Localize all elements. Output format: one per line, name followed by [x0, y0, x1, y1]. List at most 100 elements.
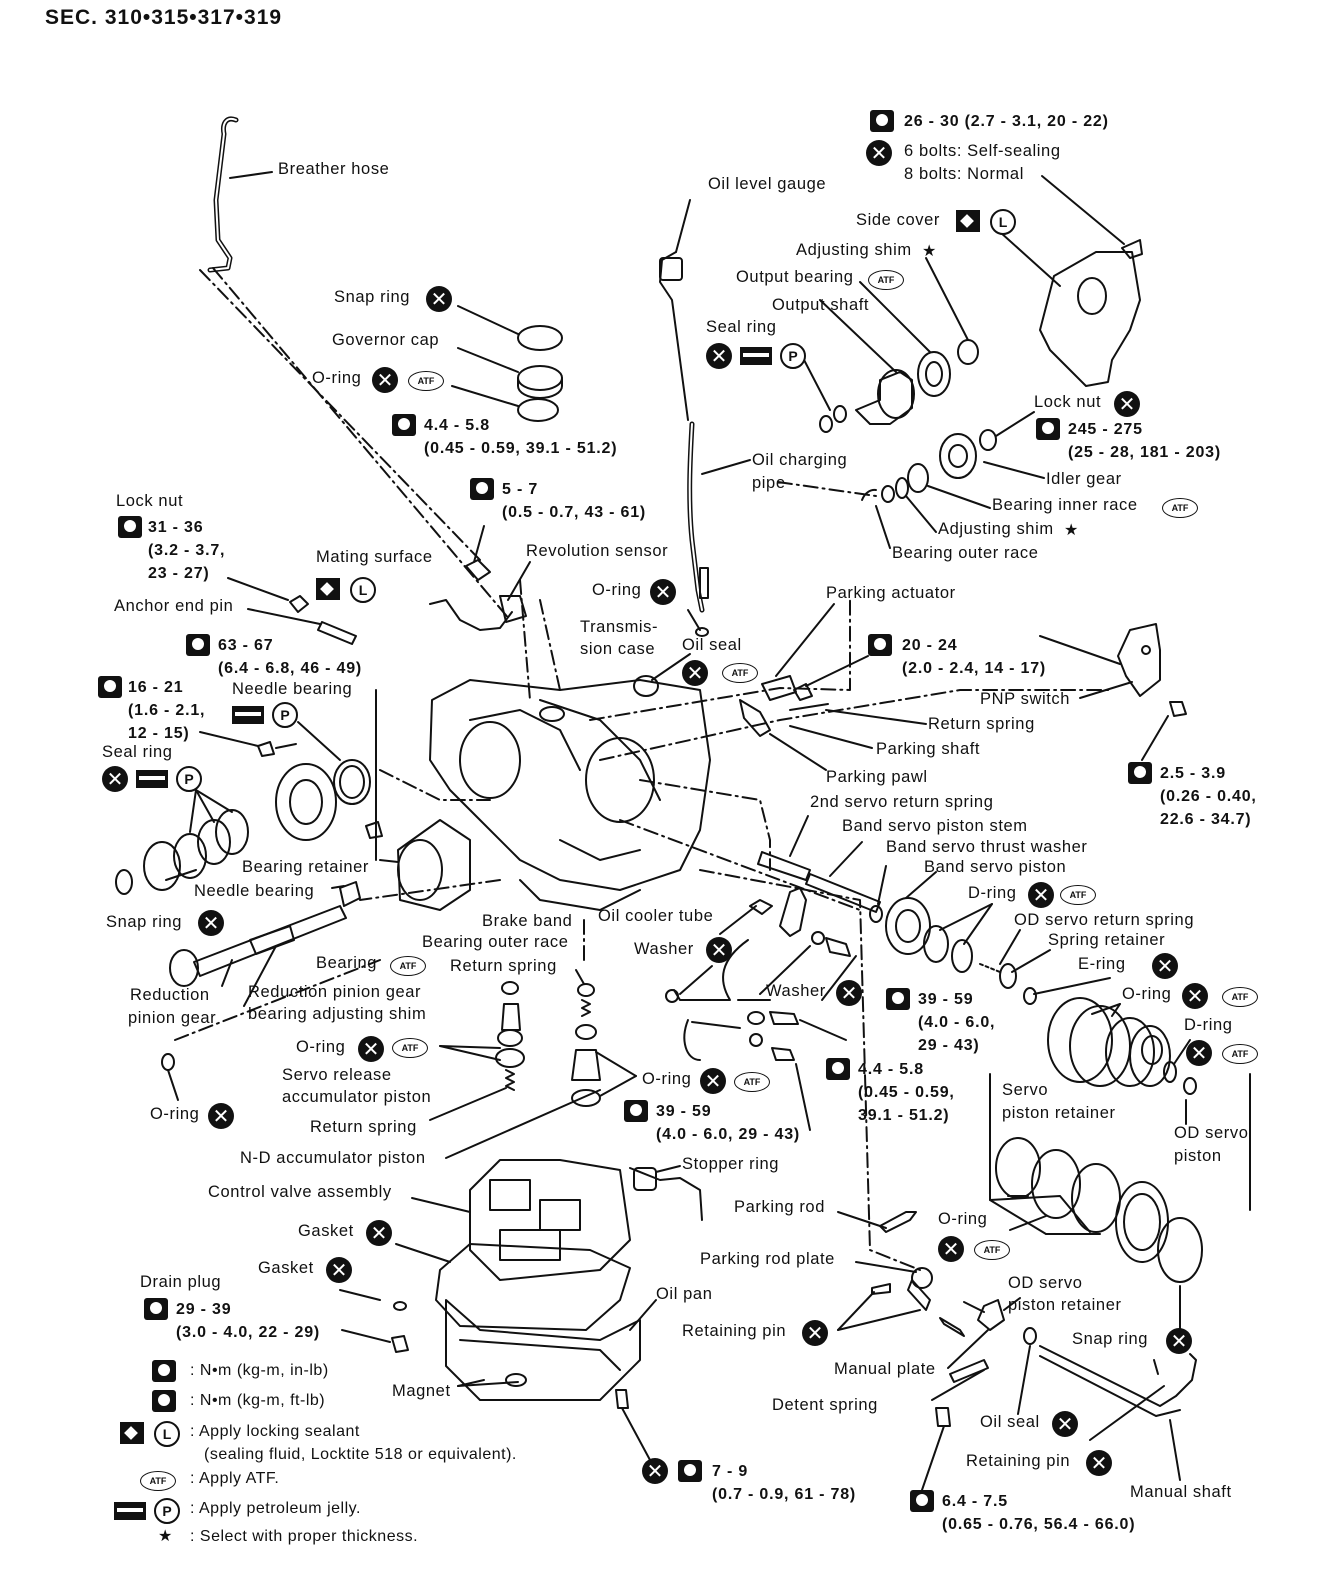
label-snap-ring-right: Snap ring	[1072, 1330, 1149, 1348]
label-servo-piston-retainer-2: piston retainer	[1002, 1104, 1116, 1122]
label-od-servo-piston: OD servo	[1174, 1124, 1249, 1142]
label-needle-bearing-top: Needle bearing	[232, 680, 353, 698]
torque-lock-nut-left: 31 - 36 (3.2 - 3.7, 23 - 27)	[148, 519, 226, 583]
label-stopper-ring: Stopper ring	[682, 1155, 780, 1173]
replace-part-icon: ✕	[802, 1320, 828, 1346]
label-parking-rod: Parking rod	[734, 1198, 825, 1216]
torque-governor-cap: 4.4 - 5.8 (0.45 - 0.59, 39.1 - 51.2)	[424, 417, 618, 458]
section-title: SEC. 310•315•317•319	[45, 6, 283, 29]
label-anchor-end-pin: Anchor end pin	[114, 597, 234, 615]
apply-atf-icon: ATF	[974, 1240, 1010, 1260]
torque-wrench-icon	[118, 516, 142, 538]
label-parking-shaft: Parking shaft	[876, 740, 981, 758]
torque-wrench-icon	[470, 478, 494, 500]
label-adjusting-shim-top: Adjusting shim	[796, 241, 912, 259]
label-band-servo-piston-stem: Band servo piston stem	[842, 817, 1028, 835]
replace-part-icon: ✕	[1028, 882, 1054, 908]
legend-petroleum-jelly: : Apply petroleum jelly.	[190, 1500, 361, 1517]
replace-part-icon: ✕	[1166, 1328, 1192, 1354]
label-mating-surface: Mating surface	[316, 548, 433, 566]
note-self-sealing-bolts: 6 bolts: Self-sealing	[904, 142, 1061, 160]
locking-sealant-icon	[956, 210, 980, 232]
torque-parking-actuator: 20 - 24 (2.0 - 2.4, 14 - 17)	[902, 637, 1047, 678]
label-return-spring-mid: Return spring	[450, 957, 557, 975]
label-servo-release-accumulator-2: accumulator piston	[282, 1088, 432, 1106]
label-snap-ring-top: Snap ring	[334, 288, 411, 306]
label-detent-spring: Detent spring	[772, 1396, 878, 1414]
label-gasket-2: Gasket	[258, 1259, 314, 1277]
label-return-spring-parking: Return spring	[928, 715, 1035, 733]
replace-part-icon: ✕	[1182, 983, 1208, 1009]
label-oil-seal-low: Oil seal	[980, 1413, 1040, 1431]
torque-accumulator: 39 - 59 (4.0 - 6.0, 29 - 43)	[656, 1103, 801, 1144]
replace-part-icon: ✕	[208, 1103, 234, 1129]
legend-p-icon: P	[154, 1498, 180, 1524]
label-servo-piston-retainer: Servo	[1002, 1081, 1049, 1099]
label-output-bearing: Output bearing	[736, 268, 854, 286]
replace-part-icon: ✕	[1086, 1450, 1112, 1476]
legend-select-thickness: : Select with proper thickness.	[190, 1528, 419, 1545]
locking-l-icon: L	[350, 577, 376, 603]
torque-wrench-icon	[910, 1490, 934, 1512]
label-snap-ring-left: Snap ring	[106, 913, 183, 931]
label-manual-shaft: Manual shaft	[1130, 1483, 1232, 1501]
replace-part-icon: ✕	[706, 937, 732, 963]
label-revolution-sensor: Revolution sensor	[526, 542, 669, 560]
label-pnp-switch: PNP switch	[980, 690, 1071, 708]
torque-wrench-icon	[678, 1460, 702, 1482]
replace-part-icon: ✕	[372, 367, 398, 393]
label-nd-accumulator-piston: N-D accumulator piston	[240, 1149, 426, 1167]
select-thickness-star-icon: ★	[1064, 522, 1079, 539]
label-transmission-case: Transmis-	[580, 618, 659, 636]
replace-part-icon: ✕	[700, 1068, 726, 1094]
legend-locking-sealant: : Apply locking sealant	[190, 1423, 360, 1440]
apply-atf-icon: ATF	[1060, 885, 1096, 905]
label-transmission-case-2: sion case	[580, 640, 656, 658]
replace-part-icon: ✕	[836, 980, 862, 1006]
legend-jelly-icon	[114, 1502, 146, 1520]
label-oil-seal-top: Oil seal	[682, 636, 742, 654]
torque-wrench-icon	[870, 110, 894, 132]
torque-wrench-icon	[826, 1058, 850, 1080]
torque-side-cover-bolts: 26 - 30 (2.7 - 3.1, 20 - 22)	[904, 113, 1109, 130]
label-od-servo-piston-2: piston	[1174, 1147, 1222, 1165]
replace-part-icon: ✕	[326, 1257, 352, 1283]
label-oil-charging-pipe: Oil charging	[752, 451, 848, 469]
replace-part-icon: ✕	[426, 286, 452, 312]
torque-oil-pan: 7 - 9 (0.7 - 0.9, 61 - 78)	[712, 1463, 857, 1504]
locking-sealant-icon	[316, 578, 340, 600]
apply-atf-icon: ATF	[408, 371, 444, 391]
label-band-servo-thrust-washer: Band servo thrust washer	[886, 838, 1088, 856]
note-normal-bolts: 8 bolts: Normal	[904, 165, 1024, 183]
label-oil-cooler-tube: Oil cooler tube	[598, 907, 714, 925]
torque-wrench-icon	[624, 1100, 648, 1122]
label-o-ring-mid: O-ring	[642, 1070, 692, 1088]
legend-apply-atf: : Apply ATF.	[190, 1470, 280, 1487]
replace-part-icon: ✕	[682, 660, 708, 686]
apply-atf-icon: ATF	[390, 956, 426, 976]
label-e-ring: E-ring	[1078, 955, 1126, 973]
petroleum-jelly-icon	[232, 706, 264, 724]
torque-wrench-icon	[392, 414, 416, 436]
label-oil-pan: Oil pan	[656, 1285, 713, 1303]
apply-atf-icon: ATF	[734, 1072, 770, 1092]
label-o-ring-right: O-ring	[1122, 985, 1172, 1003]
label-reduction-pinion-gear-2: pinion gear	[128, 1009, 217, 1027]
legend-wrench-ftlb-icon	[152, 1390, 176, 1412]
locking-l-icon: L	[990, 209, 1016, 235]
label-parking-rod-plate: Parking rod plate	[700, 1250, 835, 1268]
torque-wrench-icon	[1036, 418, 1060, 440]
torque-wrench-icon	[868, 634, 892, 656]
legend-wrench-inlb-icon	[152, 1360, 176, 1382]
torque-anchor: 63 - 67 (6.4 - 6.8, 46 - 49)	[218, 637, 363, 678]
label-d-ring-top: D-ring	[968, 884, 1017, 902]
petroleum-p-icon: P	[272, 702, 298, 728]
torque-cooler-low: 4.4 - 5.8 (0.45 - 0.59, 39.1 - 51.2)	[858, 1061, 955, 1125]
label-retaining-pin-1: Retaining pin	[682, 1322, 787, 1340]
label-governor-cap: Governor cap	[332, 331, 440, 349]
replace-part-icon: ✕	[1186, 1040, 1212, 1066]
replace-part-icon: ✕	[866, 140, 892, 166]
replace-part-icon: ✕	[102, 766, 128, 792]
label-2nd-servo-return-spring: 2nd servo return spring	[810, 793, 994, 811]
label-parking-pawl: Parking pawl	[826, 768, 928, 786]
